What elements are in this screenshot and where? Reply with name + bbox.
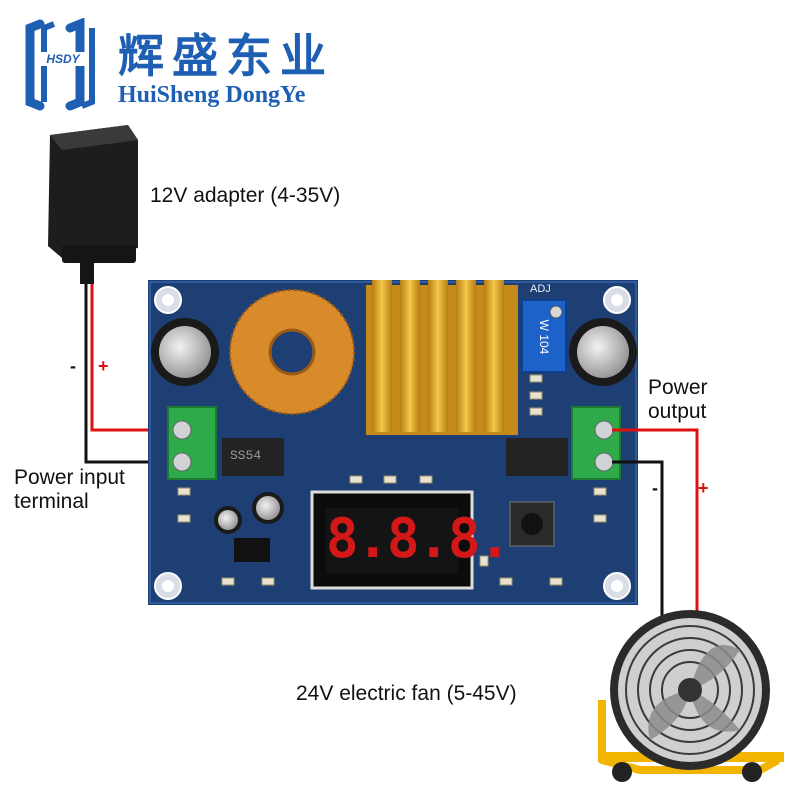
output-plus-sign: + bbox=[698, 478, 709, 498]
power-input-label: Power input terminal bbox=[14, 466, 125, 513]
display-digits: 8.8.8. bbox=[326, 507, 511, 570]
fan-label: 24V electric fan (5-45V) bbox=[296, 682, 517, 705]
led-display bbox=[310, 490, 474, 590]
brand-chinese-name: 辉盛东业 bbox=[118, 29, 334, 83]
adjust-potentiometer bbox=[521, 299, 567, 373]
input-diode bbox=[222, 438, 284, 476]
output-minus-sign: - bbox=[652, 478, 658, 498]
pcb-board bbox=[148, 280, 638, 605]
output-positive-wire bbox=[612, 428, 699, 640]
toroid-inductor bbox=[229, 289, 355, 415]
potentiometer-marking: W 104 bbox=[537, 319, 551, 355]
power-adapter bbox=[48, 125, 138, 284]
adapter-label: 12V adapter (4-35V) bbox=[150, 184, 341, 207]
input-plus-sign: + bbox=[98, 356, 109, 376]
input-minus-sign: - bbox=[70, 356, 76, 376]
small-capacitors bbox=[214, 492, 284, 534]
brand-mark-text: HSDY bbox=[40, 52, 86, 66]
power-output-label: Power output bbox=[648, 376, 708, 423]
brand-english-name: HuiSheng DongYe bbox=[118, 82, 306, 108]
output-terminal-block bbox=[571, 406, 621, 480]
input-capacitor bbox=[151, 318, 219, 386]
output-diode bbox=[506, 438, 568, 476]
display-toggle-button bbox=[509, 501, 555, 547]
electric-fan bbox=[598, 610, 784, 782]
output-negative-wire bbox=[612, 460, 664, 640]
regulator-chip bbox=[234, 538, 270, 562]
diode-marking: SS54 bbox=[230, 448, 262, 463]
adj-label: ADJ bbox=[530, 283, 551, 295]
input-terminal-block bbox=[167, 406, 217, 480]
heatsink bbox=[366, 280, 518, 435]
output-capacitor bbox=[569, 318, 637, 386]
